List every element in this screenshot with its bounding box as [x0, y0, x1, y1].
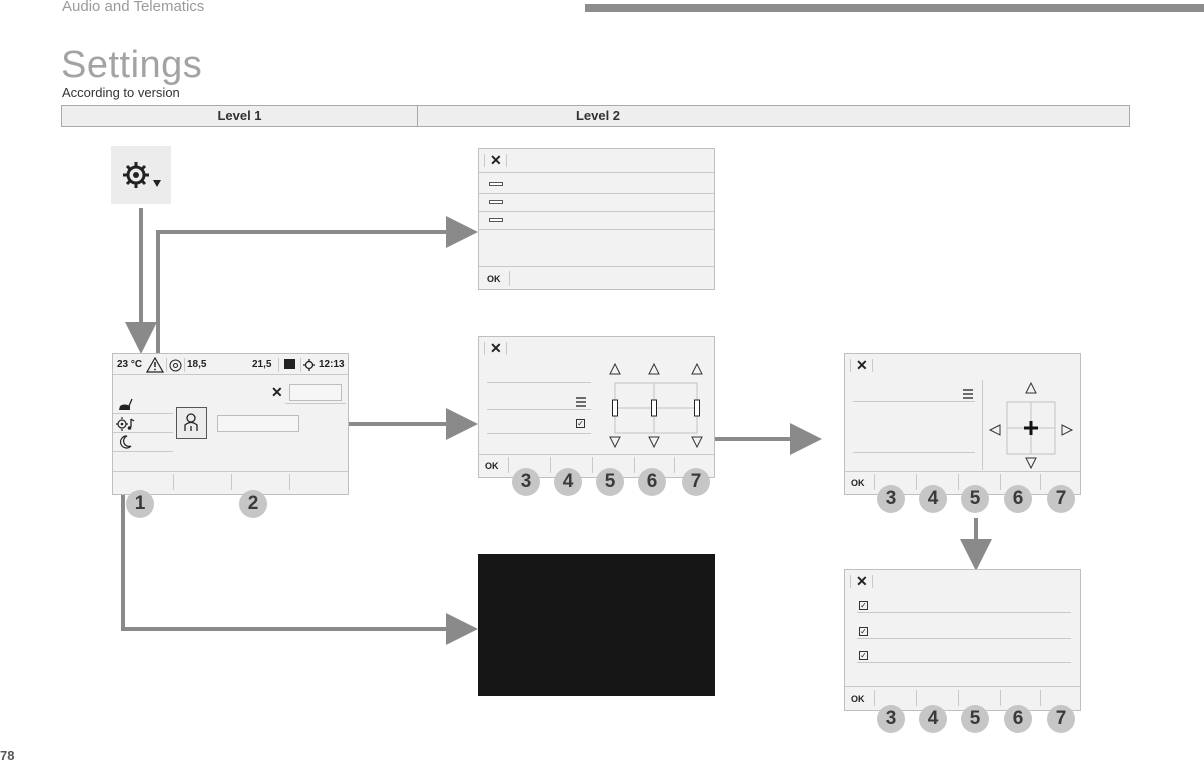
moon-icon[interactable] — [118, 435, 132, 449]
small-gear-icon — [303, 359, 315, 371]
page-number: 78 — [0, 748, 15, 763]
audio-close-button[interactable]: ✕ — [490, 340, 502, 356]
callout-eq-5: 5 — [596, 468, 624, 496]
fan-value: 18,5 — [187, 359, 207, 370]
callout-eq-6: 6 — [638, 468, 666, 496]
balance-ok-button[interactable]: OK — [851, 478, 865, 488]
section-header: Audio and Telematics — [62, 0, 205, 15]
checkbox-icon[interactable]: ✓ — [576, 419, 585, 428]
plus-icon — [1024, 421, 1038, 435]
options-close-button[interactable]: ✕ — [856, 573, 868, 589]
display-off-screen[interactable] — [478, 554, 715, 696]
options-screen: ✕ ✓ ✓ ✓ OK — [844, 569, 1081, 711]
callout-2: 2 — [239, 490, 267, 518]
triangle-up-icon — [648, 362, 660, 375]
triangle-down-icon — [691, 436, 703, 449]
option-checkbox-1[interactable]: ✓ — [859, 601, 868, 610]
option-checkbox-2[interactable]: ✓ — [859, 627, 868, 636]
option-checkbox-3[interactable]: ✓ — [859, 651, 868, 660]
callout-eq-7: 7 — [682, 468, 710, 496]
level-2-header: Level 2 — [575, 108, 621, 123]
triangle-down-icon — [1025, 457, 1037, 470]
triangle-down-icon — [648, 436, 660, 449]
seat-icon[interactable] — [117, 398, 133, 412]
main-screen: 23 °C 18,5 21,5 12:13 ✕ — [112, 353, 349, 495]
arrow-to-display-off — [121, 452, 478, 645]
callout-eq-3: 3 — [512, 468, 540, 496]
triangle-up-icon — [1025, 381, 1037, 394]
triangle-left-icon — [988, 424, 1001, 436]
callout-options-5: 5 — [961, 705, 989, 733]
callout-options-7: 7 — [1047, 705, 1075, 733]
header-bar — [585, 4, 1204, 12]
temp-left: 23 °C — [117, 359, 143, 370]
settings-button[interactable] — [111, 146, 171, 204]
callout-1: 1 — [126, 490, 154, 518]
balance-pad[interactable] — [987, 378, 1077, 472]
callout-balance-7: 7 — [1047, 485, 1075, 513]
triangle-up-icon — [609, 362, 621, 375]
main-field-center[interactable] — [217, 415, 299, 432]
temp-right: 21,5 — [252, 359, 272, 370]
person-icon — [184, 413, 198, 431]
settings-gear-icon — [123, 162, 161, 188]
page-subtitle: According to version — [62, 85, 180, 100]
balance-close-button[interactable]: ✕ — [856, 357, 868, 373]
warning-icon — [146, 357, 164, 373]
callout-eq-4: 4 — [554, 468, 582, 496]
callout-options-6: 6 — [1004, 705, 1032, 733]
close-button[interactable]: ✕ — [490, 152, 502, 168]
balance-list-icon[interactable] — [963, 389, 973, 399]
callout-balance-4: 4 — [919, 485, 947, 513]
equalizer-sliders[interactable] — [602, 361, 712, 453]
options-ok-button[interactable]: OK — [851, 694, 865, 704]
music-settings-icon[interactable] — [116, 416, 136, 432]
triangle-down-icon — [609, 436, 621, 449]
profile-item-1[interactable] — [489, 182, 503, 186]
list-icon[interactable] — [576, 397, 586, 407]
page-title: Settings — [61, 44, 203, 86]
callout-balance-6: 6 — [1004, 485, 1032, 513]
main-field-top[interactable] — [289, 384, 342, 401]
balance-screen: ✕ OK — [844, 353, 1081, 495]
profile-item-3[interactable] — [489, 218, 503, 222]
media-icon — [284, 359, 295, 369]
clock: 12:13 — [319, 359, 345, 370]
level-1-header: Level 1 — [62, 106, 418, 126]
fan-icon — [169, 359, 182, 372]
main-close-button[interactable]: ✕ — [271, 384, 283, 400]
triangle-up-icon — [691, 362, 703, 375]
audio-settings-screen: ✕ ✓ OK — [478, 336, 715, 478]
callout-balance-5: 5 — [961, 485, 989, 513]
callout-options-3: 3 — [877, 705, 905, 733]
profile-button[interactable] — [176, 407, 207, 439]
audio-ok-button[interactable]: OK — [485, 461, 499, 471]
callout-options-4: 4 — [919, 705, 947, 733]
callout-balance-3: 3 — [877, 485, 905, 513]
level-table: Level 1 Level 2 — [61, 105, 1130, 127]
profile-menu-screen: ✕ OK — [478, 148, 715, 290]
profile-item-2[interactable] — [489, 200, 503, 204]
triangle-right-icon — [1061, 424, 1074, 436]
ok-button[interactable]: OK — [487, 274, 501, 284]
